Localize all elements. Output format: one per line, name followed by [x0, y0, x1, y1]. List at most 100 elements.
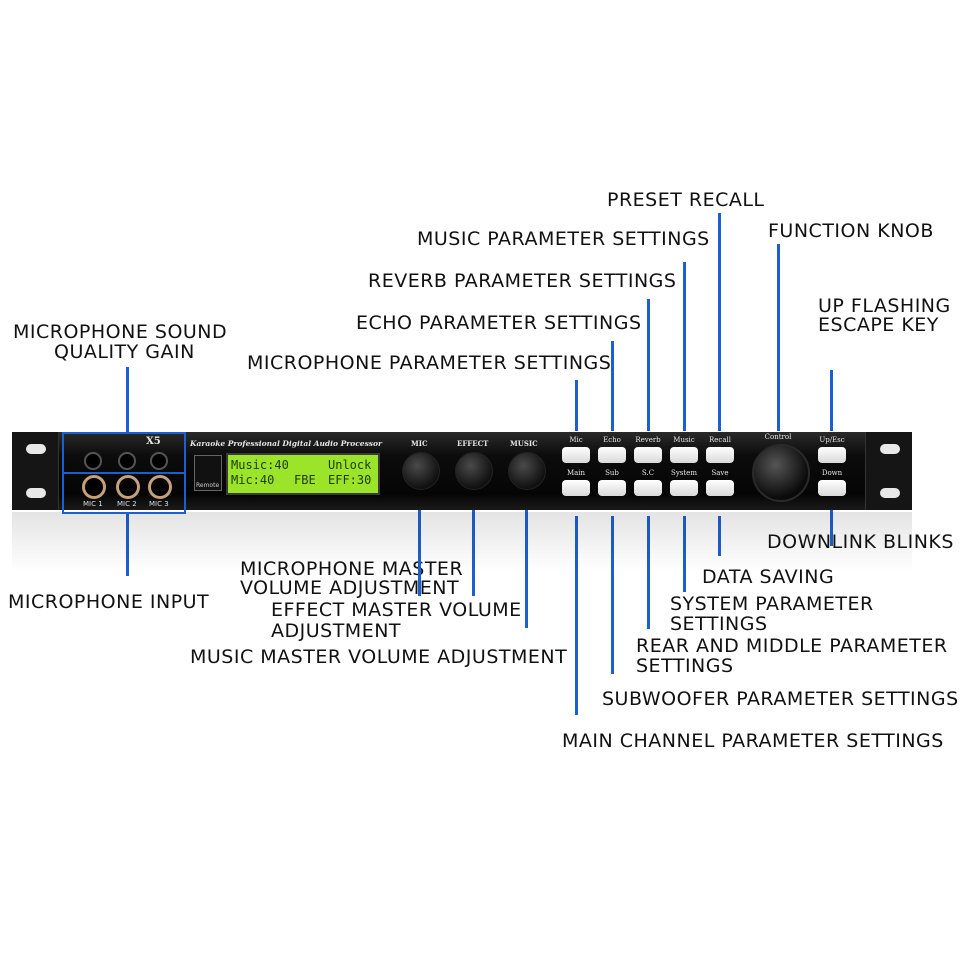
- system-button[interactable]: [670, 480, 698, 496]
- system-button-label: System: [671, 469, 697, 477]
- rack-slot-icon: [26, 444, 46, 454]
- function-knob-label: FUNCTION KNOB: [768, 220, 934, 242]
- mic-quality-line: [126, 367, 129, 432]
- rack-ear-right: [865, 432, 912, 510]
- reverb-button-label: Reverb: [635, 436, 661, 444]
- lcd-mic-level: Mic:40: [231, 473, 275, 487]
- microphone-parameter-settings-label: MICROPHONE PARAMETER SETTINGS: [247, 352, 612, 374]
- mic2-gain-knob[interactable]: [118, 452, 136, 470]
- effect-knob-label: EFFECT: [457, 439, 489, 448]
- echo-params-line: [611, 341, 614, 431]
- mic-button-label: Mic: [569, 436, 583, 444]
- mic1-gain-knob[interactable]: [84, 452, 102, 470]
- main-button-label: Main: [566, 469, 586, 477]
- echo-button[interactable]: [598, 447, 626, 463]
- sc-button-label: S.C: [641, 469, 655, 477]
- down-button[interactable]: [818, 480, 846, 496]
- lcd-fbe: FBE: [294, 473, 316, 487]
- sc-button[interactable]: [634, 480, 662, 496]
- lcd-lock-status: Unlock: [328, 458, 372, 472]
- downlink-blinks-label: DOWNLINK BLINKS: [767, 531, 954, 553]
- main-channel-parameter-settings-label: MAIN CHANNEL PARAMETER SETTINGS: [562, 730, 944, 752]
- mic2-jack-label: MIC 2: [117, 500, 137, 508]
- mic-master-line: [418, 497, 421, 596]
- microphone-input-label: MICROPHONE INPUT: [8, 591, 210, 613]
- rack-slot-icon: [880, 488, 900, 498]
- rear-middle-parameter-label-2: SETTINGS: [636, 655, 734, 677]
- up-esc-line: [830, 370, 833, 431]
- effect-master-line: [472, 497, 475, 596]
- mic1-jack-label: MIC 1: [83, 500, 103, 508]
- mic-params-line: [575, 380, 578, 431]
- preset-recall-line: [718, 213, 721, 431]
- rack-slot-icon: [26, 488, 46, 498]
- reverb-button[interactable]: [634, 447, 662, 463]
- remote-receiver: Remote: [194, 455, 222, 491]
- mic1-input-jack[interactable]: [82, 475, 106, 499]
- subwoofer-line: [611, 516, 614, 674]
- effect-master-knob[interactable]: [455, 452, 493, 490]
- device-reflection: [12, 512, 912, 572]
- music-button-label: Music: [673, 436, 695, 444]
- remote-label: Remote: [196, 482, 220, 489]
- mic-input-line: [126, 512, 129, 576]
- up-esc-button[interactable]: [818, 447, 846, 463]
- save-button-label: Save: [711, 469, 729, 477]
- device-title: Karaoke Professional Digital Audio Proce…: [190, 439, 382, 448]
- echo-button-label: Echo: [603, 436, 621, 444]
- up-flashing-label: UP FLASHING: [818, 295, 951, 317]
- mic-quality-gain-label-2: QUALITY GAIN: [54, 341, 195, 363]
- rear-middle-line: [647, 516, 650, 629]
- data-saving-label: DATA SAVING: [702, 566, 835, 588]
- lcd-display: Music:40 Unlock Mic:40 FBE EFF:30: [226, 453, 380, 495]
- music-knob-label: MUSIC: [510, 439, 538, 448]
- music-parameter-settings-label: MUSIC PARAMETER SETTINGS: [417, 228, 710, 250]
- lcd-effect-level: EFF:30: [328, 473, 372, 487]
- mic-button[interactable]: [562, 447, 590, 463]
- escape-key-label: ESCAPE KEY: [818, 314, 939, 336]
- recall-button[interactable]: [706, 447, 734, 463]
- recall-button-label: Recall: [709, 436, 731, 444]
- reverb-parameter-settings-label: REVERB PARAMETER SETTINGS: [368, 270, 677, 292]
- mic-quality-gain-label-1: MICROPHONE SOUND: [13, 321, 228, 343]
- mic-master-volume-label-1: MICROPHONE MASTER: [240, 559, 463, 580]
- system-parameter-label-2: SETTINGS: [670, 613, 768, 635]
- rack-ear-left: [12, 432, 59, 510]
- mic-knob-label: MIC: [411, 439, 428, 448]
- sub-button[interactable]: [598, 480, 626, 496]
- music-button[interactable]: [670, 447, 698, 463]
- up-esc-button-label: Up/Esc: [819, 436, 845, 444]
- main-button[interactable]: [562, 480, 590, 496]
- downlink-line: [830, 496, 833, 546]
- mic-input-highlight: [62, 472, 186, 514]
- mic-master-knob[interactable]: [402, 452, 440, 490]
- mic3-gain-knob[interactable]: [150, 452, 168, 470]
- reverb-params-line: [647, 299, 650, 431]
- music-master-line: [525, 497, 528, 628]
- system-parameter-label-1: SYSTEM PARAMETER: [670, 593, 874, 615]
- effect-master-volume-label-2: ADJUSTMENT: [271, 620, 402, 642]
- function-knob-line: [777, 244, 780, 431]
- function-control-knob[interactable]: [752, 444, 810, 502]
- echo-parameter-settings-label: ECHO PARAMETER SETTINGS: [356, 312, 642, 334]
- subwoofer-parameter-settings-label: SUBWOOFER PARAMETER SETTINGS: [602, 688, 959, 710]
- save-button[interactable]: [706, 480, 734, 496]
- data-saving-line: [718, 516, 721, 556]
- effect-master-volume-label-1: EFFECT MASTER VOLUME: [271, 599, 522, 621]
- mic-master-volume-label-2: VOLUME ADJUSTMENT: [240, 577, 460, 599]
- system-params-line: [683, 516, 686, 592]
- rear-middle-parameter-label-1: REAR AND MIDDLE PARAMETER: [636, 635, 948, 657]
- mic2-input-jack[interactable]: [116, 475, 140, 499]
- music-params-line: [683, 262, 686, 431]
- mic3-jack-label: MIC 3: [149, 500, 169, 508]
- rack-slot-icon: [880, 444, 900, 454]
- music-master-knob[interactable]: [508, 452, 546, 490]
- lcd-music-level: Music:40: [231, 458, 289, 472]
- mic3-input-jack[interactable]: [148, 475, 172, 499]
- down-button-label: Down: [821, 469, 843, 477]
- preset-recall-label: PRESET RECALL: [607, 189, 765, 211]
- control-knob-label: Control: [764, 433, 792, 441]
- main-channel-line: [575, 516, 578, 715]
- sub-button-label: Sub: [605, 469, 619, 477]
- model-label: X5: [146, 436, 161, 447]
